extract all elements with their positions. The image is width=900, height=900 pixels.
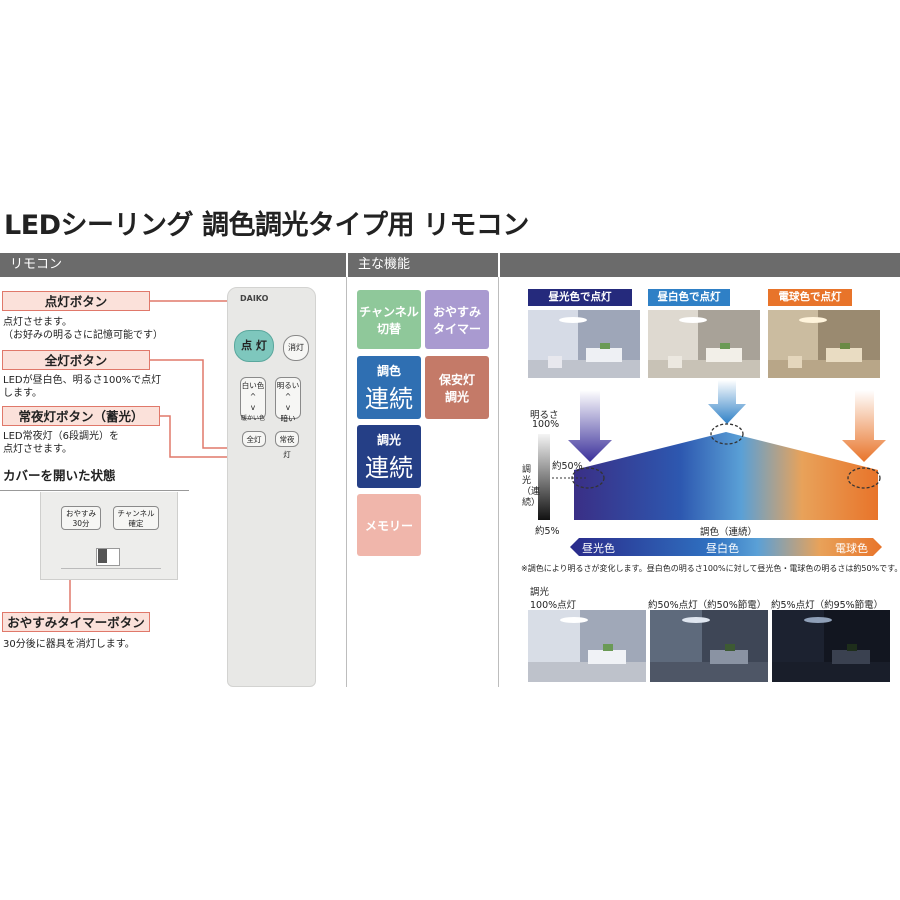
page-title: LEDシーリング 調色調光タイプ用 リモコン	[4, 210, 529, 241]
diagram-header	[500, 253, 900, 277]
feature-security-light: 保安灯調光	[425, 356, 489, 419]
channel-confirm-button[interactable]: チャンネル確定	[113, 506, 159, 530]
brightness-50: 約50%	[552, 461, 583, 472]
scale-neutral: 昼白色	[706, 542, 739, 555]
full-button-label: 全灯ボタン	[2, 350, 150, 370]
sleep-timer-desc: 30分後に器具を消灯します。	[3, 639, 135, 650]
night-light-button[interactable]: 常夜灯	[275, 431, 299, 459]
night-button-desc: LED常夜灯（6段調光）を点灯させます。	[3, 431, 119, 455]
full-button-desc: LEDが昼白色、明るさ100%で点灯します。	[3, 375, 162, 399]
dimming-50-label: 約50%点灯（約50%節電）	[648, 600, 767, 611]
scale-warm: 電球色	[835, 542, 868, 555]
divider	[498, 277, 499, 687]
color-axis-label: 調色（連続）	[700, 527, 758, 538]
color-scale-bar	[570, 538, 882, 556]
brightness-100: 100%	[532, 419, 560, 430]
brand-logo: DAIKO	[240, 294, 269, 303]
dimming-100-label: 100%点灯	[530, 600, 577, 611]
on-button-desc: 点灯させます。（お好みの明るさに記憶可能です）	[3, 317, 163, 341]
on-button[interactable]: 点 灯	[234, 330, 274, 362]
dimming-5-label: 約5%点灯（約95%節電）	[771, 600, 884, 611]
feature-sleep-timer: おやすみタイマー	[425, 290, 489, 349]
sleep-timer-label: おやすみタイマーボタン	[2, 612, 150, 632]
off-button[interactable]: 消灯	[283, 335, 309, 361]
night-button-label: 常夜灯ボタン（蓄光）	[2, 406, 160, 426]
room-photo-100	[528, 610, 646, 682]
tag-daylight: 昼光色で点灯	[528, 289, 632, 306]
on-button-label: 点灯ボタン	[2, 291, 150, 311]
feature-channel: チャンネル切替	[357, 290, 421, 349]
remote-header: リモコン	[0, 253, 346, 277]
brightness-label: 明るさ	[530, 410, 559, 421]
room-photo-50	[650, 610, 768, 682]
feature-dimming-continuous: 調光連続	[357, 425, 421, 488]
dimming-axis-label: 調光（連続）	[522, 465, 541, 508]
scale-daylight: 昼光色	[582, 542, 615, 555]
feature-color-continuous: 調色連続	[357, 356, 421, 419]
full-light-button[interactable]: 全灯	[242, 431, 266, 447]
feature-memory: メモリー	[357, 494, 421, 556]
color-brightness-graph	[538, 380, 886, 520]
room-photo-warm	[768, 310, 880, 378]
divider	[0, 490, 189, 491]
note-text: ※調色により明るさが変化します。昼白色の明るさ100%に対して昼光色・電球色の明…	[521, 564, 900, 573]
room-photo-daylight	[528, 310, 640, 378]
brightness-5: 約5%	[535, 526, 560, 537]
room-photo-5	[772, 610, 890, 682]
channel-switch[interactable]	[96, 548, 120, 566]
features-header: 主な機能	[348, 253, 498, 277]
divider	[346, 277, 347, 687]
tag-neutral-white: 昼白色で点灯	[648, 289, 730, 306]
dimming-label: 調光	[530, 587, 550, 598]
cover-open-title: カバーを開いた状態	[3, 468, 116, 483]
tag-warm-white: 電球色で点灯	[768, 289, 852, 306]
room-photo-neutral	[648, 310, 760, 378]
